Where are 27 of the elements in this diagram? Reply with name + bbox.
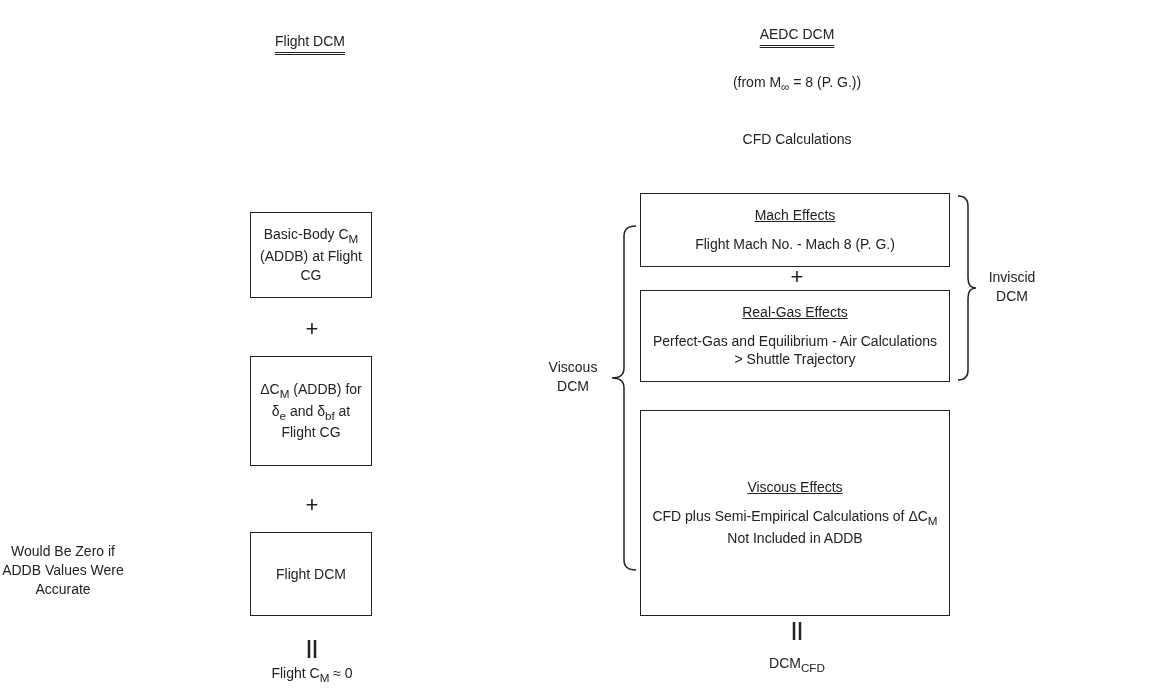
box-heading: Viscous Effects [747, 478, 843, 498]
box-heading: Real-Gas Effects [742, 302, 848, 322]
heading: AEDC DCM [758, 25, 836, 44]
box-heading: Mach Effects [754, 206, 836, 225]
box-text: Flight DCM [276, 564, 346, 584]
result-label: DCM$_{CFD}$ [768, 654, 826, 676]
result-label: Flight C$_{M}$ ≈ 0 [270, 664, 354, 686]
box-text: Flight Mach No. - Mach 8 (P. G.) [695, 235, 895, 254]
process-box [640, 410, 950, 616]
note: Would Be Zero if ADDB Values Were Accurate [1, 542, 125, 599]
plus-sign: + [304, 318, 320, 340]
box-text: Basic-Body C$_{M}$ (ADDB) at Flight CG [259, 225, 363, 285]
note: (from M$_{∞}$ = 8 (P. G.)) [731, 73, 863, 95]
plus-sign: + [789, 266, 805, 288]
process-box [640, 290, 950, 382]
process-box [640, 193, 950, 267]
heading: Flight DCM [274, 32, 346, 51]
brace-label: Inviscid DCM [987, 268, 1037, 306]
process-box [250, 356, 372, 466]
note: CFD Calculations [741, 130, 853, 149]
process-box [250, 532, 372, 616]
box-text: Perfect-Gas and Equilibrium - Air Calculations > Shuttle Trajectory [652, 331, 938, 370]
process-box [250, 212, 372, 298]
box-text: CFD plus Semi-Empirical Calculations of ΔC$_{M}$ Not Included in ADDB [651, 507, 939, 548]
brace-label: Viscous DCM [547, 358, 599, 396]
plus-sign: + [304, 494, 320, 516]
box-text: ΔC$_{M}$ (ADDB) for δ$_{e}$ and δ$_{bf}$ at Flight CG [259, 380, 363, 442]
